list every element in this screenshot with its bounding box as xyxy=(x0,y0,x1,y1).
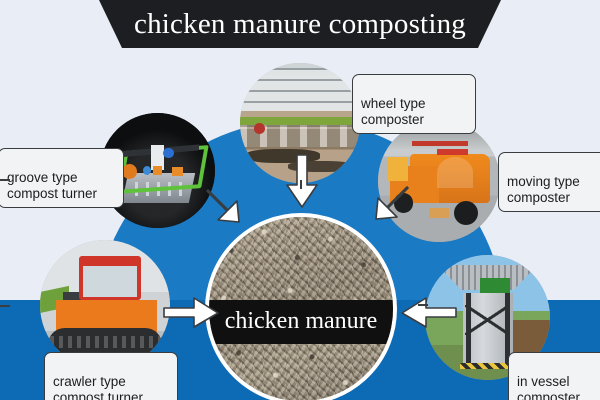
wheel-red-drum-shape xyxy=(254,123,266,134)
moving-support-pad-shape xyxy=(429,207,449,218)
moving-drum-shape xyxy=(436,156,474,189)
center-chicken-manure-circle[interactable]: chicken manure xyxy=(205,213,397,400)
pin-crawler xyxy=(0,305,10,307)
crawler-body-shape xyxy=(55,299,157,334)
title-banner: chicken manure composting xyxy=(0,0,600,48)
crawler-track-teeth-shape xyxy=(50,336,160,348)
arrow-crawler-to-center xyxy=(163,297,220,328)
arrow-groove-to-center xyxy=(206,188,258,240)
arrow-wheel-to-center xyxy=(285,154,319,211)
callout-groove-type-compost-turner[interactable]: groove type compost turner xyxy=(0,148,124,208)
wheel-compost-row2-shape xyxy=(288,161,354,173)
wheel-green-rail-shape xyxy=(240,117,360,126)
moving-cab-shape xyxy=(387,156,409,181)
moving-wheel-rear-shape xyxy=(453,200,479,225)
callout-wheel-type-composter[interactable]: wheel type composter xyxy=(352,74,476,134)
crawler-glass-shape xyxy=(82,266,138,298)
groove-motor-orange-shape xyxy=(152,165,163,176)
callout-crawler-type-compost-turner[interactable]: crawler type compost turner xyxy=(44,352,178,400)
wheel-roof-shape xyxy=(240,67,360,111)
page-title: chicken manure composting xyxy=(134,7,466,40)
photo-crawler-inner xyxy=(40,240,170,370)
callout-moving-label: moving type composter xyxy=(507,174,580,205)
title-banner-shape xyxy=(99,0,501,48)
pin-wheel xyxy=(300,180,302,189)
groove-motor-blue2-shape xyxy=(142,165,151,176)
vessel-brace-b-shape xyxy=(465,305,510,335)
groove-motor-blue-shape xyxy=(163,147,174,158)
groove-motor-orange2-shape xyxy=(172,167,183,177)
groove-wheel-shape xyxy=(121,163,137,179)
arrow-vessel-to-center xyxy=(400,297,457,328)
callout-groove-label: groove type compost turner xyxy=(7,170,98,201)
photo-crawler-type-compost-turner[interactable] xyxy=(40,240,170,370)
vessel-hazard-stripe-shape xyxy=(460,362,513,369)
callout-in-vessel-composter[interactable]: in vessel composter xyxy=(508,352,600,400)
center-label: chicken manure xyxy=(209,299,393,344)
groove-cabinet-shape xyxy=(150,145,165,171)
pin-vessel xyxy=(418,304,428,306)
arrow-moving-to-center xyxy=(356,186,410,240)
groove-legs-shape xyxy=(134,182,187,196)
callout-vessel-label: in vessel composter xyxy=(517,374,581,400)
callout-moving-type-composter[interactable]: moving type composter xyxy=(498,152,600,212)
callout-crawler-label: crawler type compost turner xyxy=(53,374,144,400)
wheel-pillars-shape xyxy=(240,125,360,147)
pin-groove xyxy=(0,179,10,181)
moving-red-top-shape xyxy=(436,149,469,156)
moving-red-beam-shape xyxy=(412,140,469,146)
callout-wheel-label: wheel type composter xyxy=(361,96,426,127)
